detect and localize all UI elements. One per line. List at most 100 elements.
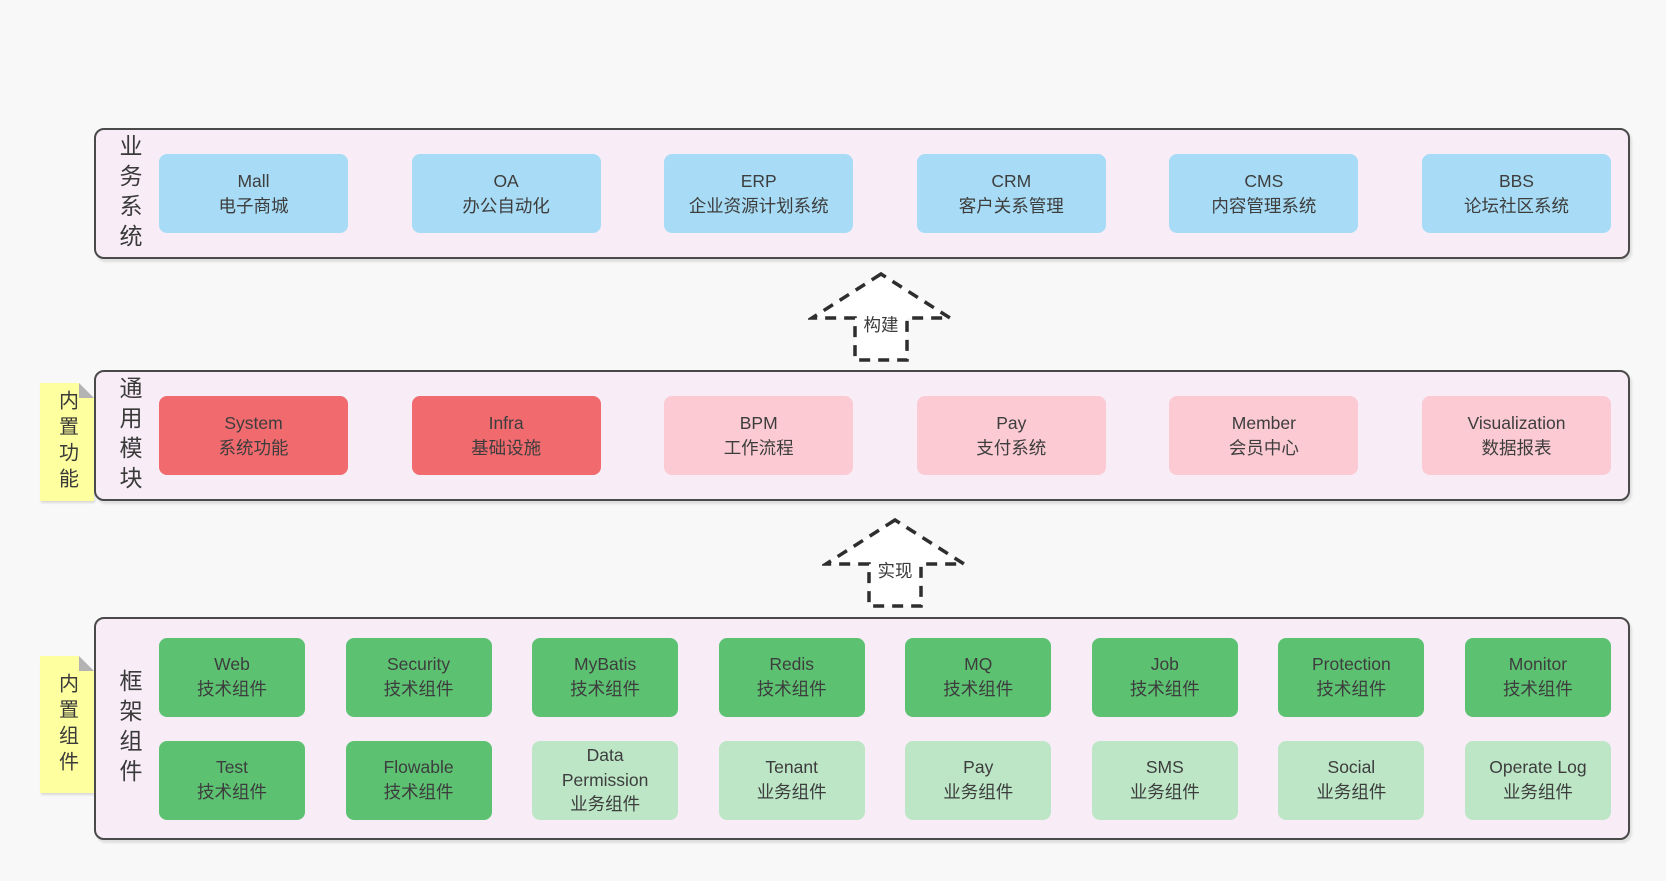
box-en-label: SMS [1145, 757, 1184, 778]
box-visualization: Visualization 数据报表 [1421, 396, 1611, 475]
box-zh-label: 办公自动化 [462, 195, 550, 216]
layer-label-business: 业务系统 [116, 133, 142, 254]
box-oa: OA 办公自动化 [411, 154, 601, 233]
box-zh-label: 技术组件 [943, 679, 1014, 699]
arrow-implement-label: 实现 [874, 557, 916, 584]
box-zh-label: 技术组件 [1502, 679, 1573, 699]
box-en-label: Security [386, 654, 451, 675]
box-monitor: Monitor 技术组件 [1464, 637, 1611, 717]
sticky-built-in-features: 内置功能 [40, 383, 94, 501]
box-en-label: Monitor [1508, 654, 1568, 675]
layer-label-modules: 通用模块 [116, 375, 142, 496]
box-zh-label: 技术组件 [197, 679, 267, 699]
box-en-label: Pay [963, 757, 994, 778]
box-en-label: BBS [1498, 170, 1534, 191]
box-en-label: ERP [740, 170, 777, 191]
box-zh-label: 技术组件 [570, 679, 641, 699]
box-security: Security 技术组件 [345, 637, 492, 717]
box-en-label: CRM [991, 170, 1032, 191]
box-pay: Pay 业务组件 [905, 740, 1052, 820]
box-zh-label: 技术组件 [1316, 679, 1387, 699]
box-sms: SMS 业务组件 [1091, 740, 1238, 820]
box-en-label: Redis [769, 654, 815, 675]
box-zh-label: 技术组件 [197, 782, 267, 802]
box-zh-label: 技术组件 [383, 679, 454, 699]
box-en-label: System [224, 412, 283, 433]
box-mq: MQ 技术组件 [905, 637, 1052, 717]
box-zh-label: 数据报表 [1481, 437, 1552, 458]
box-job: Job 技术组件 [1091, 637, 1238, 717]
box-en-label: Visualization [1467, 412, 1566, 433]
layer-common-modules: 通用模块 System 系统功能 Infra 基础设施 BPM 工作流程 Pay 支付系统 Me… [94, 370, 1630, 501]
box-bpm: BPM 工作流程 [664, 396, 854, 475]
arrow-implement: 实现 [822, 517, 968, 609]
box-flowable: Flowable 技术组件 [345, 740, 492, 820]
box-zh-label: 基础设施 [471, 437, 542, 458]
box-zh-label: 电子商城 [218, 195, 289, 216]
box-system: System 系统功能 [159, 396, 348, 475]
box-zh-label: 技术组件 [1129, 679, 1200, 699]
box-zh-label: 会员中心 [1228, 437, 1299, 458]
box-en-label: MyBatis [574, 654, 637, 675]
box-member: Member 会员中心 [1169, 396, 1359, 475]
box-en-label: Job [1150, 654, 1179, 675]
box-infra: Infra 基础设施 [411, 396, 601, 475]
box-erp: ERP 企业资源计划系统 [664, 154, 854, 233]
box-en-label: Operate Log [1489, 757, 1587, 778]
box-zh-label: 支付系统 [976, 437, 1047, 458]
box-crm: CRM 客户关系管理 [916, 154, 1106, 233]
box-zh-label: 业务组件 [943, 782, 1014, 802]
box-web: Web 技术组件 [159, 637, 305, 717]
box-en-label: MQ [964, 654, 993, 675]
box-operate-log: Operate Log 业务组件 [1464, 740, 1611, 820]
box-tenant: Tenant 业务组件 [718, 740, 865, 820]
layer-label-components: 框架组件 [116, 668, 142, 789]
sticky-built-in-components: 内置组件 [40, 656, 94, 793]
box-en-label: Protection [1311, 654, 1391, 675]
box-zh-label: 业务组件 [1502, 782, 1573, 802]
box-zh-label: 工作流程 [723, 437, 794, 458]
box-en-label: Data Permission [561, 744, 649, 790]
box-redis: Redis 技术组件 [718, 637, 865, 717]
box-zh-label: 业务组件 [1129, 782, 1200, 802]
box-zh-label: 技术组件 [383, 782, 454, 802]
box-zh-label: 业务组件 [756, 782, 827, 802]
box-zh-label: 客户关系管理 [958, 195, 1064, 216]
box-en-label: Tenant [765, 757, 818, 778]
box-protection: Protection 技术组件 [1278, 637, 1425, 717]
sticky-built-in-features-label: 内置功能 [55, 390, 78, 494]
box-zh-label: 业务组件 [570, 794, 641, 815]
box-social: Social 业务组件 [1278, 740, 1425, 820]
box-en-label: BPM [739, 412, 778, 433]
box-en-label: Social [1327, 757, 1376, 778]
box-en-label: OA [493, 170, 519, 191]
sticky-built-in-components-label: 内置组件 [55, 672, 78, 777]
box-zh-label: 技术组件 [756, 679, 827, 699]
box-zh-label: 企业资源计划系统 [688, 195, 829, 216]
box-en-label: Infra [488, 412, 524, 433]
box-zh-label: 内容管理系统 [1211, 195, 1317, 216]
box-data-permission: Data Permission 业务组件 [532, 740, 679, 820]
box-mybatis: MyBatis 技术组件 [532, 637, 679, 717]
box-en-label: Member [1231, 412, 1296, 433]
box-bbs: BBS 论坛社区系统 [1421, 154, 1611, 233]
box-en-label: Web [214, 654, 250, 675]
box-zh-label: 系统功能 [218, 437, 289, 458]
modules-boxes-row: System 系统功能 Infra 基础设施 BPM 工作流程 Pay 支付系统 Member 会… [146, 396, 1628, 475]
box-zh-label: 论坛社区系统 [1463, 195, 1569, 216]
arrow-build-label: 构建 [860, 311, 902, 338]
box-en-label: Pay [996, 412, 1027, 433]
box-zh-label: 业务组件 [1316, 782, 1387, 802]
box-en-label: Flowable [383, 757, 454, 778]
arrow-build: 构建 [808, 271, 954, 363]
